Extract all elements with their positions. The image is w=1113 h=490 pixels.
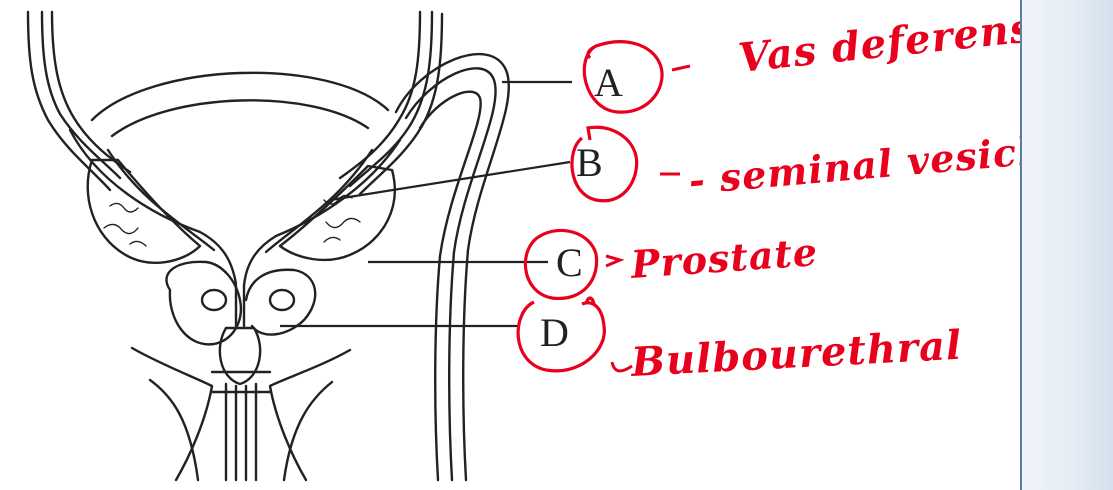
right-crus	[270, 350, 350, 480]
male-reproductive-system-diagram: A B C D Vas deferens - seminal vesicle P…	[0, 0, 1020, 490]
side-panel	[1020, 0, 1113, 490]
right-seminal-vesicle	[280, 166, 395, 260]
handwritten-note-c: Prostate	[628, 229, 819, 287]
label-letter-d: D	[540, 310, 569, 355]
right-ureter-tubes	[340, 12, 442, 194]
urethral-bulb	[220, 328, 260, 384]
label-letter-c: C	[556, 240, 583, 285]
label-letter-a: A	[594, 60, 623, 105]
bladder-inner	[112, 100, 368, 136]
handwritten-note-d: Bulbourethral	[629, 322, 963, 386]
left-ureter-tubes	[28, 12, 130, 190]
handwritten-note-b: - seminal vesicle	[687, 126, 1020, 203]
bulbourethral-gland-right	[270, 290, 294, 310]
bulbourethral-gland-left	[202, 290, 226, 310]
label-letter-b: B	[576, 140, 603, 185]
handwritten-note-a: Vas deferens	[736, 4, 1020, 82]
bladder-outline	[92, 73, 388, 120]
left-crus	[132, 348, 212, 480]
